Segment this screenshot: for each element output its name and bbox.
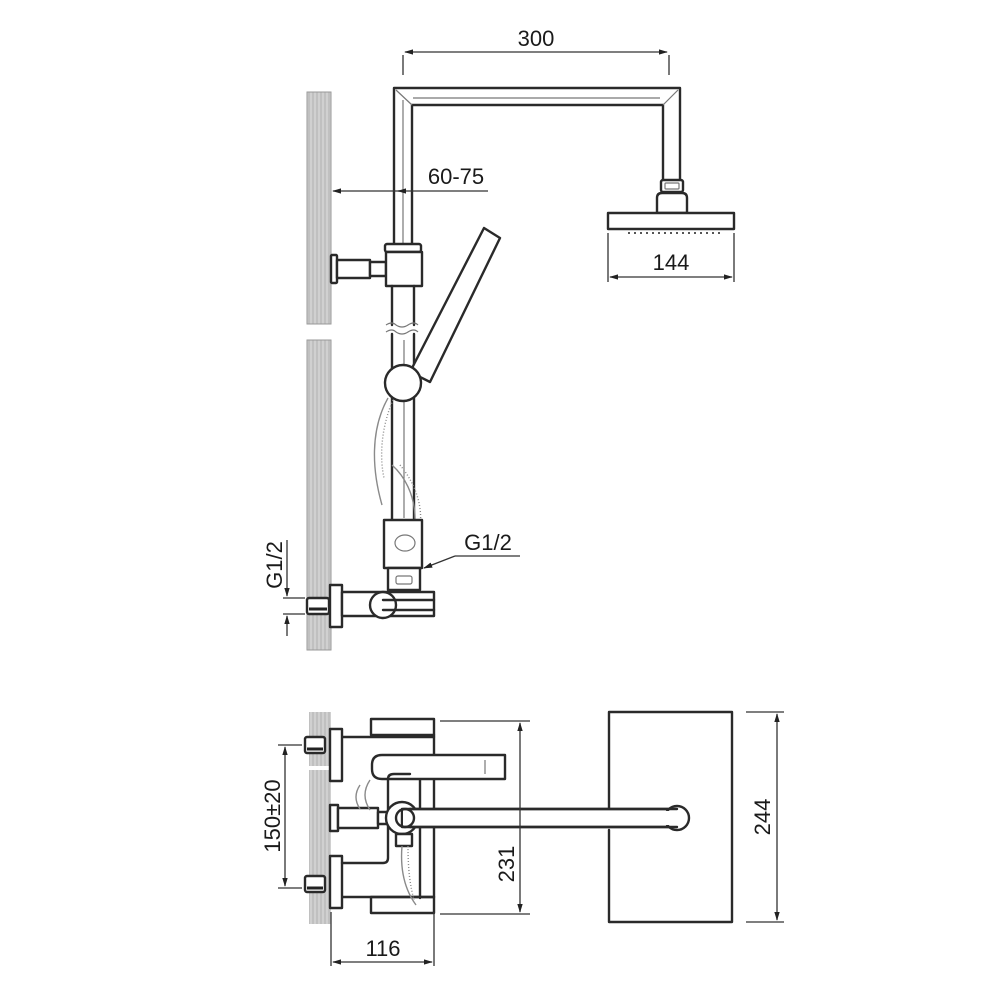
hose-outlet-elbow xyxy=(382,518,424,592)
dimension-label-144: 144 xyxy=(653,250,690,275)
leader-hose-thread: G1/2 xyxy=(423,530,520,569)
inlet-upper xyxy=(303,727,344,783)
dimension-arm-reach: 300 xyxy=(402,26,670,75)
dimension-head-width: 144 xyxy=(607,233,735,282)
wall-bracket-upper xyxy=(329,242,424,288)
shower-arm xyxy=(392,86,682,252)
rain-shower-head xyxy=(606,178,736,234)
dimension-mixer-projection: 231 xyxy=(440,720,530,915)
top-plan-view: 116 150±20 231 244 xyxy=(260,710,784,966)
mixer-handle-plan xyxy=(340,753,507,900)
dimension-mixer-depth: 116 xyxy=(330,912,435,966)
diverter-and-arm-plan xyxy=(384,800,691,906)
dimension-wall-distance: 60-75 xyxy=(332,164,488,194)
dimension-inlet-spacing: 150±20 xyxy=(260,744,302,889)
dimension-head-length: 244 xyxy=(746,711,784,923)
dimension-label-300: 300 xyxy=(518,26,555,51)
inlet-lower xyxy=(303,854,344,910)
dimension-label-116: 116 xyxy=(365,936,400,961)
inlet-middle xyxy=(328,803,396,833)
dimension-label-g12-inlet: G1/2 xyxy=(262,541,287,589)
dimension-label-231: 231 xyxy=(494,846,519,883)
wall-section-upper xyxy=(306,91,332,325)
hand-shower xyxy=(383,226,502,403)
dimension-inlet-thread: G1/2 xyxy=(262,540,305,636)
mixer-body-side xyxy=(305,583,436,629)
shower-head-plan xyxy=(607,710,734,924)
dimension-label-60-75: 60-75 xyxy=(428,164,484,189)
side-elevation-view: 300 60-75 144 G1/2 G1/2 xyxy=(262,26,736,651)
riser-pipe xyxy=(385,284,419,522)
dimension-label-244: 244 xyxy=(750,799,775,836)
dimension-label-g12-hose: G1/2 xyxy=(464,530,512,555)
dimension-label-150-20: 150±20 xyxy=(260,779,285,852)
